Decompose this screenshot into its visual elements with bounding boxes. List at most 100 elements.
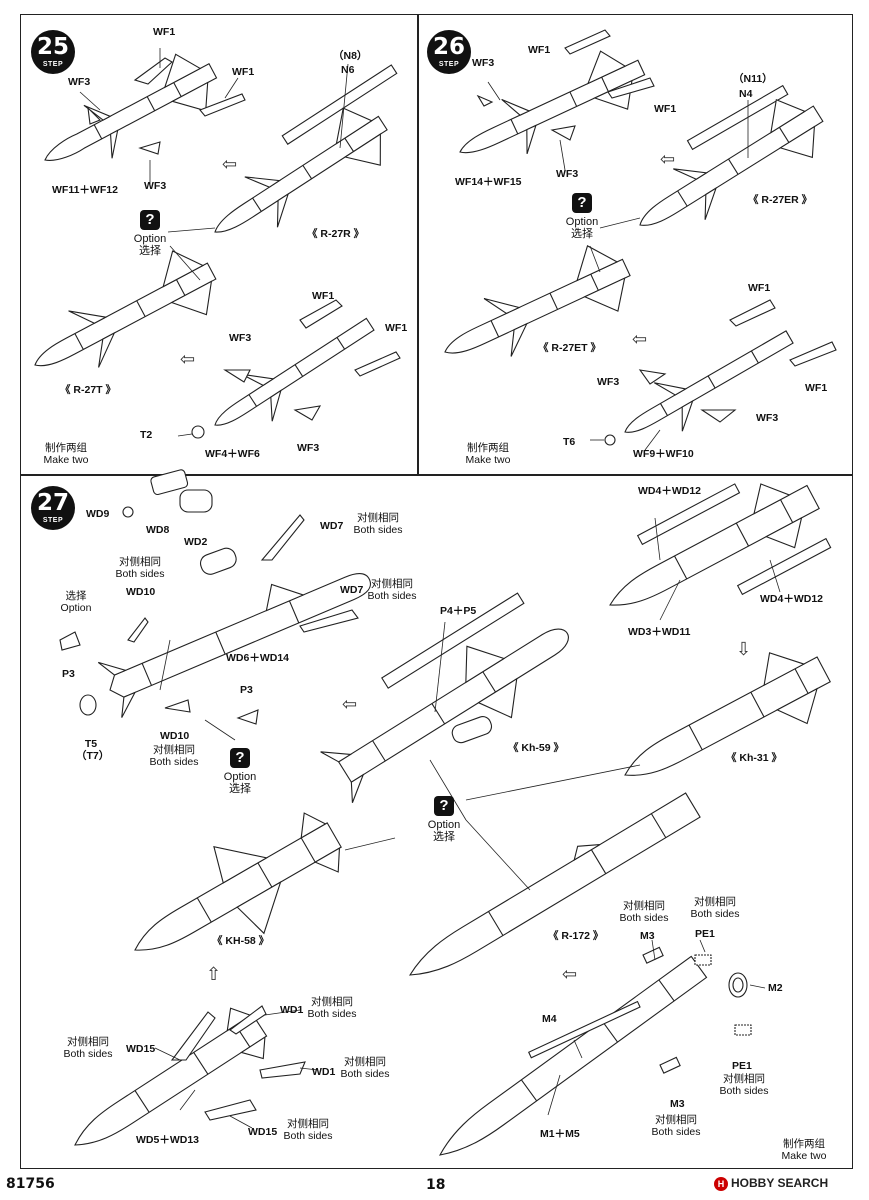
part-label-wd2: WD2	[184, 536, 208, 548]
arrow-icon: ⇦	[180, 349, 196, 369]
option-label-cn: 选择	[571, 228, 593, 240]
fin-part	[700, 409, 737, 423]
part-label-p3: P3	[62, 668, 75, 680]
both-sides-en: Both sides	[283, 1130, 333, 1142]
both-sides-en: Both sides	[63, 1048, 113, 1060]
both-sides-cn: 对侧相同	[344, 1056, 386, 1068]
t5-part	[79, 694, 97, 716]
watermark-text: HOBBY SEARCH	[731, 1176, 829, 1190]
cylinder-part	[451, 716, 493, 744]
both-sides-cn: 对侧相同	[371, 578, 413, 590]
arrow-icon: ⇦	[562, 964, 578, 984]
question-icon: ?	[434, 796, 454, 816]
part-label-wd15: WD15	[126, 1043, 156, 1055]
missile-27-kh31	[624, 652, 831, 776]
cap-part	[642, 946, 664, 964]
fin-part	[789, 341, 837, 367]
t6-part	[604, 434, 616, 446]
fin-part	[550, 125, 576, 141]
part-label-pe1: PE1	[732, 1060, 752, 1072]
option-callout: ? Option 选择	[422, 796, 466, 843]
part-label-wd4-wd12: WD4＋WD12	[638, 485, 702, 497]
part-label-wf4-wf6: WF4＋WF6	[205, 448, 260, 460]
make-two-note: 制作两组 Make two	[458, 442, 518, 466]
pe-part	[734, 1024, 752, 1036]
part-label-wd15: WD15	[248, 1126, 278, 1138]
both-sides-en: Both sides	[307, 1008, 357, 1020]
both-sides-en: Both sides	[353, 524, 403, 536]
both-sides-en: Both sides	[115, 568, 165, 580]
fin-part	[223, 369, 251, 383]
fin-part	[87, 106, 101, 125]
fin-part	[564, 29, 611, 55]
both-sides-en: Both sides	[340, 1068, 390, 1080]
part-label-wf3: WF3	[756, 412, 779, 424]
t2-part	[191, 425, 205, 439]
fin-part	[138, 141, 161, 155]
part-label-pe1: PE1	[695, 928, 715, 940]
option-label-cn: 选择	[229, 783, 251, 795]
option-note: 选择 Option	[56, 590, 96, 614]
step-26-badge: 26 STEP	[427, 30, 471, 74]
missile-name-kh59: 《 Kh-59 》	[508, 742, 565, 754]
both-sides-cn: 对侧相同	[357, 512, 399, 524]
both-sides-note: 对侧相同 Both sides	[346, 512, 410, 536]
option-label: Option	[565, 216, 599, 228]
cylinder-part	[199, 547, 237, 575]
make-two-note: 制作两组 Make two	[772, 1138, 836, 1162]
both-sides-cn: 对侧相同	[287, 1118, 329, 1130]
option-callout: ? Option 选择	[128, 210, 172, 257]
make-two-note: 制作两组 Make two	[36, 442, 96, 466]
fin-part	[260, 514, 305, 561]
part-label-wd10: WD10	[160, 730, 190, 742]
both-sides-note: 对侧相同 Both sides	[142, 744, 206, 768]
t5-label: T5	[84, 738, 98, 750]
both-sides-note: 对侧相同 Both sides	[360, 578, 424, 602]
part-label-wf3: WF3	[472, 57, 495, 69]
both-sides-cn: 对侧相同	[623, 900, 665, 912]
missile-name-r27t: 《 R-27T 》	[60, 384, 117, 396]
both-sides-note: 对侧相同 Both sides	[612, 900, 676, 924]
missile-25-r27t	[34, 250, 217, 368]
both-sides-cn: 对侧相同	[311, 996, 353, 1008]
missile-name-r27r: 《 R-27R 》	[307, 228, 365, 240]
cap-part	[659, 1056, 681, 1074]
question-icon: ?	[140, 210, 160, 230]
missile-27-kh59	[320, 628, 569, 803]
pe-part	[694, 954, 712, 966]
rail-part	[736, 537, 832, 596]
part-label-wf14-wf15: WF14＋WF15	[455, 176, 522, 188]
arrow-icon: ⇦	[222, 154, 238, 174]
fin-part	[299, 299, 343, 329]
hobby-search-logo-icon: H	[714, 1176, 728, 1191]
part-label-p4-p5: P4＋P5	[440, 605, 477, 617]
both-sides-cn: 对侧相同	[723, 1073, 765, 1085]
step-word: STEP	[42, 61, 64, 68]
part-label-t6: T6	[563, 436, 576, 448]
both-sides-note: 对侧相同 Both sides	[712, 1073, 776, 1097]
missile-name-r172: 《 R-172 》	[548, 930, 604, 942]
step-word: STEP	[438, 61, 460, 68]
part-label-wd4-wd12: WD4＋WD12	[760, 593, 824, 605]
rail-part	[528, 1000, 641, 1059]
part-label-wd5-wd13: WD5＋WD13	[136, 1134, 200, 1146]
option-callout: ? Option 选择	[218, 748, 262, 795]
arrow-icon: ⇩	[736, 639, 752, 659]
arrow-icon: ⇦	[660, 149, 676, 169]
part-label-m1-m5: M1＋M5	[540, 1128, 580, 1140]
both-sides-en: Both sides	[619, 912, 669, 924]
part-label-wf3: WF3	[297, 442, 320, 454]
part-label-wd6-wd14: WD6＋WD14	[226, 652, 290, 664]
part-label-wd10: WD10	[126, 586, 156, 598]
part-label-wf1: WF1	[312, 290, 335, 302]
both-sides-note: 对侧相同 Both sides	[300, 996, 364, 1020]
missile-name-kh31: 《 Kh-31 》	[726, 752, 783, 764]
step-27-badge: 27 STEP	[31, 486, 75, 530]
part-label-wf1: WF1	[805, 382, 828, 394]
part-label-wd3-wd11: WD3＋WD11	[628, 626, 691, 638]
missile-27-kh58	[134, 812, 342, 951]
missile-name-kh58: 《 KH-58 》	[212, 935, 270, 947]
option-label: Option	[133, 233, 167, 245]
fin-part	[164, 699, 191, 713]
